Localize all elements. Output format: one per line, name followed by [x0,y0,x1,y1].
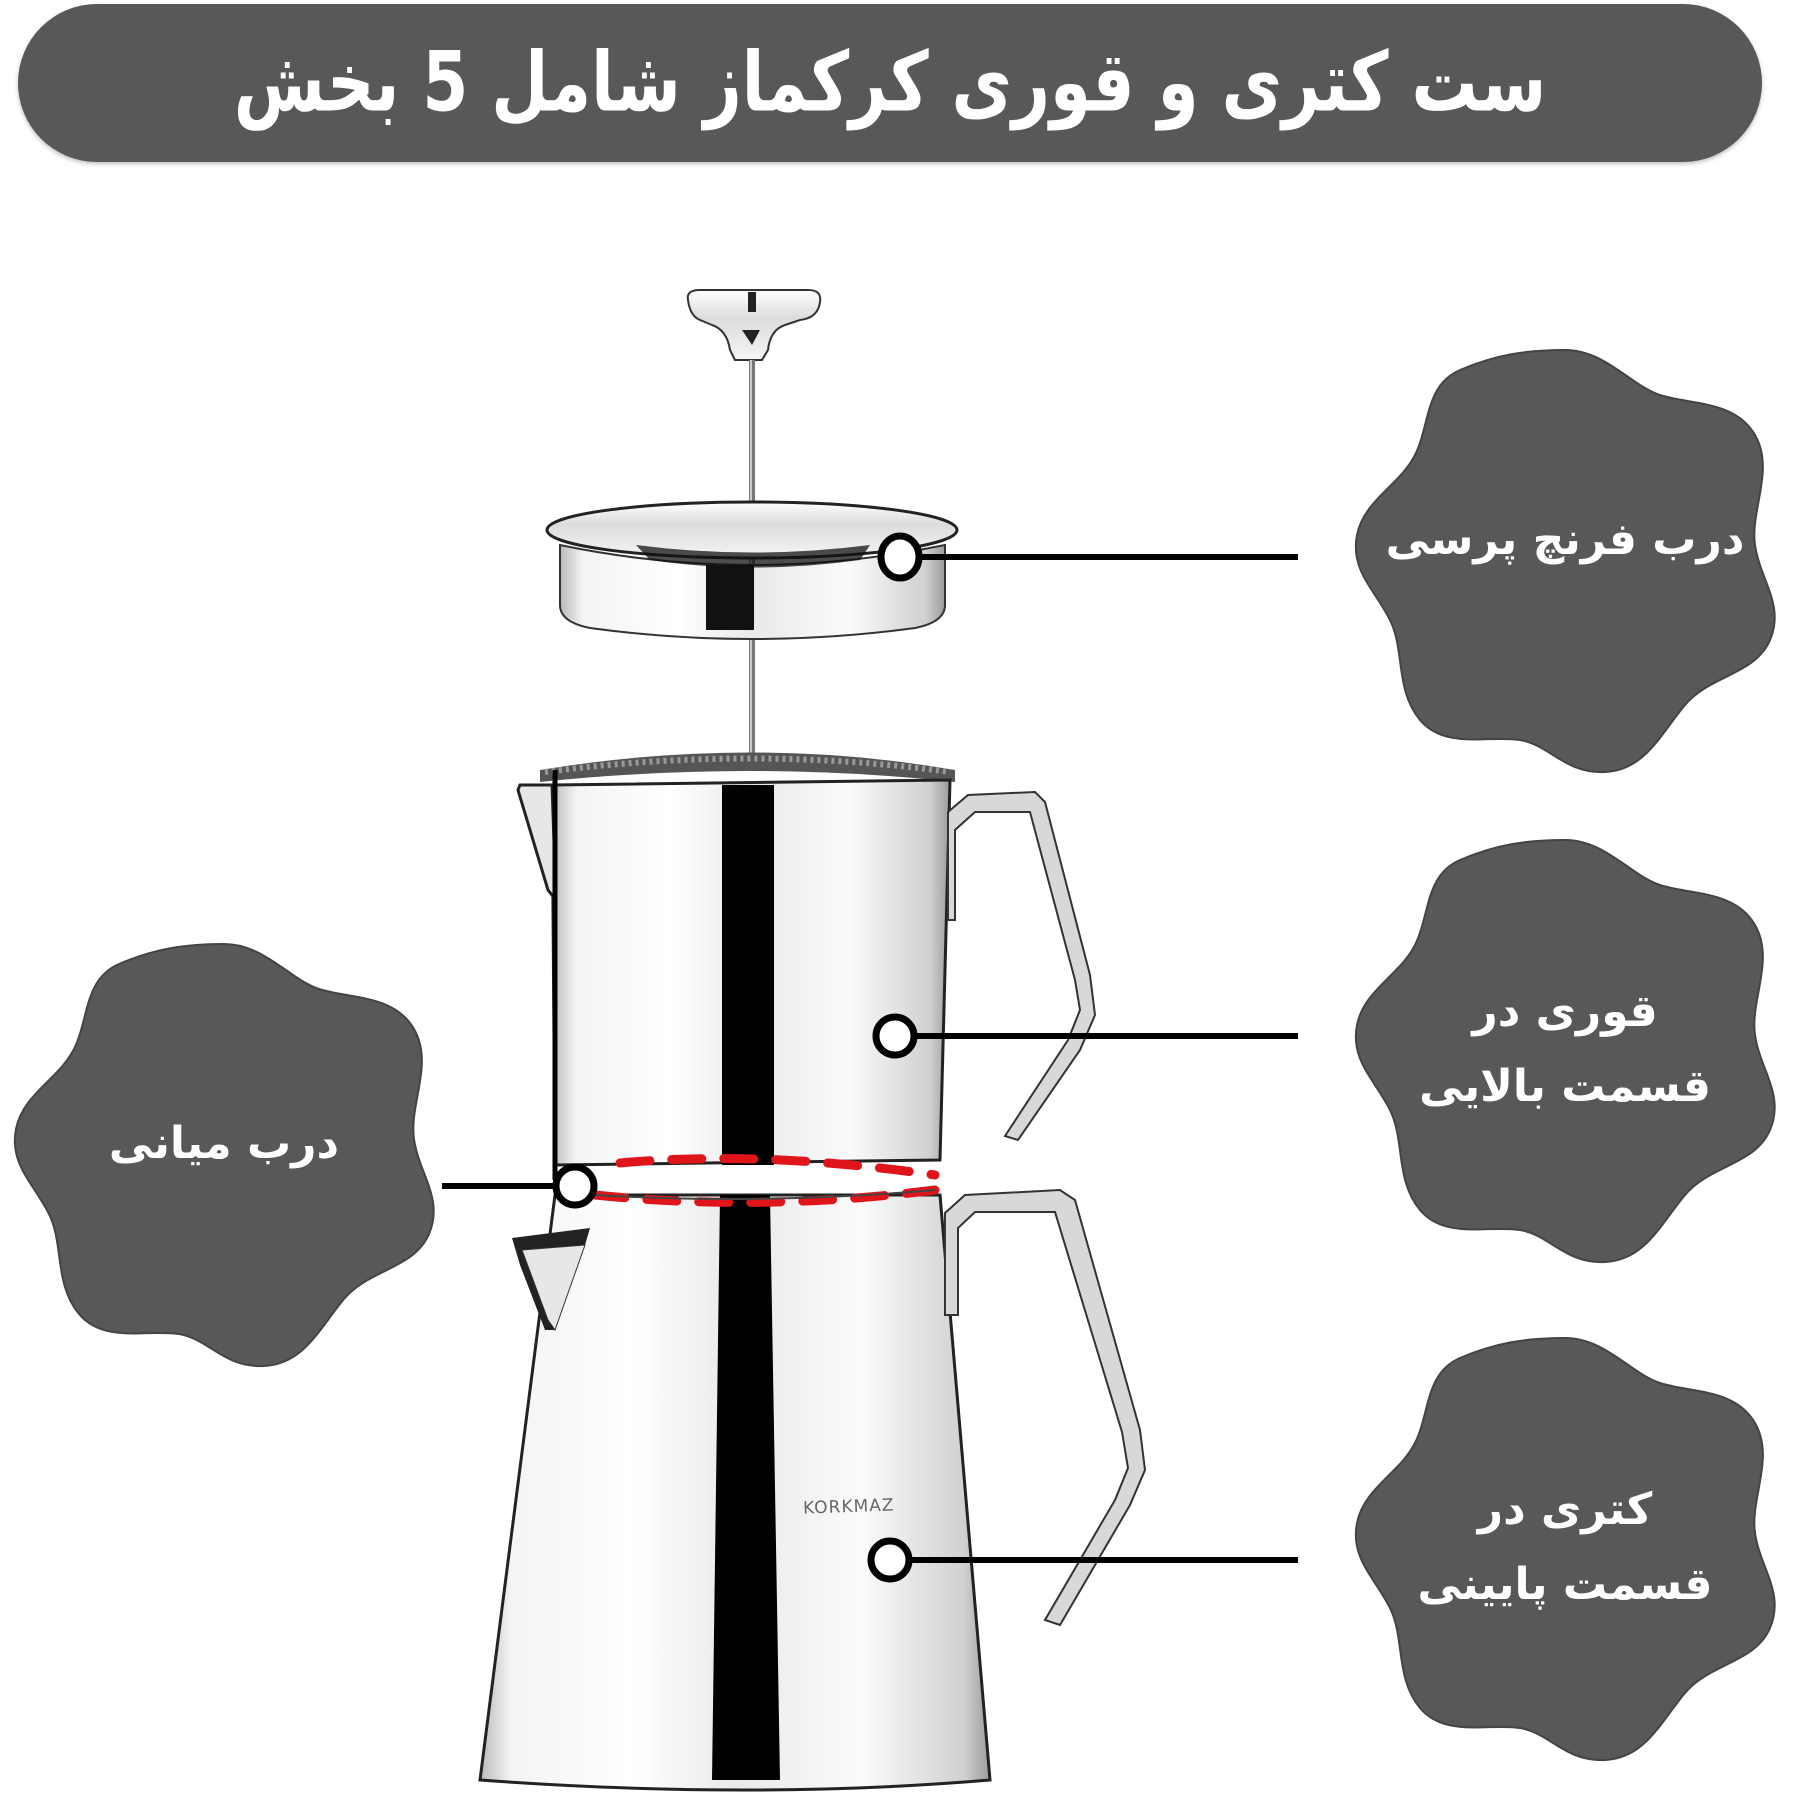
callout-label: درب میانی [108,1117,340,1169]
french-press-lid-shape [545,500,959,640]
callout-connectors [442,532,1298,1583]
callout-label: درب فرنچ پرسی [1385,513,1745,565]
page-title: ست کتری و قوری کرکماز شامل 5 بخش [233,34,1547,131]
scalloped-badge-shape [1354,838,1776,1264]
callout-badge-kettle-lower: کتری در قسمت پایینی [1345,1328,1785,1768]
callout-badge-teapot-upper: قوری در قسمت بالایی [1345,830,1785,1270]
callout-badge-french-press-lid: درب فرنچ پرسی [1345,340,1785,780]
callout-badge-middle-lid: درب میانی [4,934,444,1374]
brand-logo: KORKMAZ [802,1495,895,1519]
middle-lid-highlight [590,1154,940,1207]
callout-label: قوری در قسمت بالایی [1419,986,1711,1112]
kettle-body [478,1188,1147,1792]
plunger-knob [686,289,822,361]
scalloped-badge-shape [13,942,435,1368]
scalloped-badge-shape [1354,348,1776,774]
callout-label: کتری در قسمت پایینی [1417,1484,1713,1610]
strainer-mesh [540,752,955,782]
title-banner: ست کتری و قوری کرکماز شامل 5 بخش [18,4,1762,162]
teapot-body [516,778,1097,1167]
scalloped-badge-shape [1354,1336,1776,1762]
